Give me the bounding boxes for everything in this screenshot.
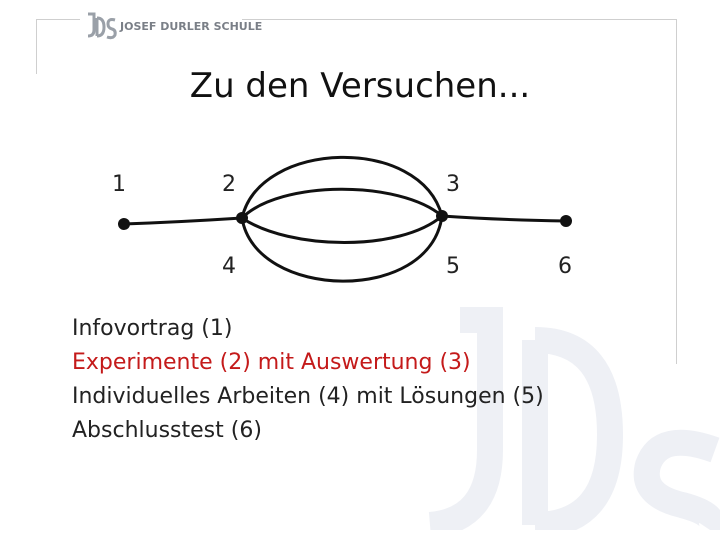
node-start [118, 218, 130, 230]
edge-start [123, 216, 243, 226]
edge-arc-upper [240, 155, 444, 219]
frame-line [36, 19, 80, 20]
list-item: Infovortrag (1) [72, 316, 233, 341]
label-2: 2 [222, 172, 236, 197]
school-logo-mark [87, 12, 117, 40]
school-name: JOSEF DURLER SCHULE [120, 19, 263, 33]
label-3: 3 [446, 172, 460, 197]
slide-title: Zu den Versuchen... [189, 66, 531, 106]
school-logo: JOSEF DURLER SCHULE [84, 10, 262, 42]
frame-line [36, 19, 37, 74]
label-5: 5 [446, 254, 460, 279]
item-list: Infovortrag (1) Experimente (2) mit Ausw… [72, 312, 544, 448]
list-item: Abschlusstest (6) [72, 418, 262, 443]
node-left [236, 212, 248, 224]
frame-line [676, 19, 677, 364]
label-4: 4 [222, 254, 236, 279]
node-right [436, 210, 448, 222]
edge-end [441, 214, 567, 223]
edge-arc-upper-inner [240, 187, 443, 220]
list-item: Experimente (2) mit Auswertung (3) [72, 350, 471, 375]
edge-arc-lower [240, 215, 444, 283]
frame-line [242, 19, 676, 20]
edge-arc-lower-inner [241, 214, 443, 244]
node-end [560, 215, 572, 227]
list-item: Individuelles Arbeiten (4) mit Lösungen … [72, 384, 544, 409]
label-6: 6 [558, 254, 572, 279]
logo-watermark [428, 307, 720, 530]
label-1: 1 [112, 172, 126, 197]
